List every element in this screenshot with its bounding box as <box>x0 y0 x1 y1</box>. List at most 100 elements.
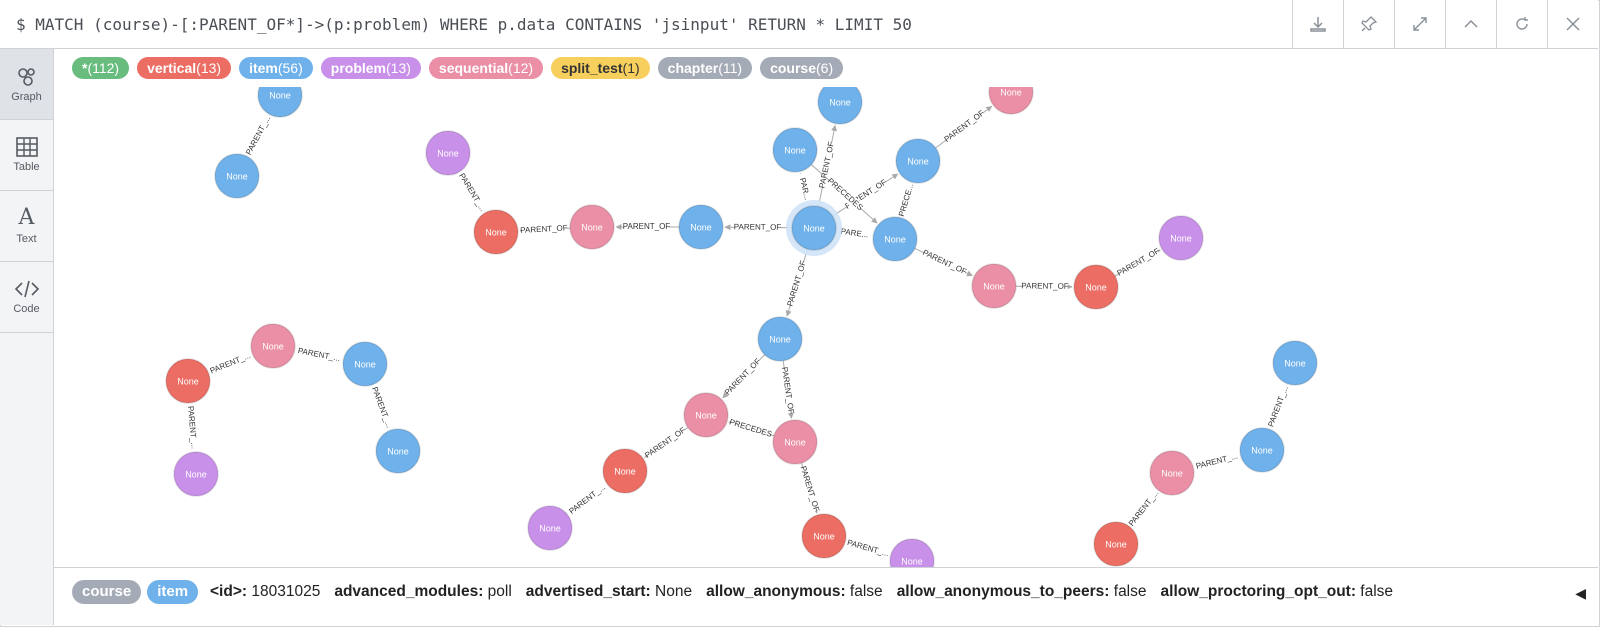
relationship-label-bg <box>623 222 670 232</box>
vertical-node[interactable] <box>165 358 211 404</box>
node-caption: None <box>1161 468 1183 478</box>
legend-pill-split_test[interactable]: split_test(1) <box>551 57 650 79</box>
table-icon <box>15 137 38 157</box>
vertical-node[interactable] <box>801 513 847 559</box>
query-text[interactable]: $ MATCH (course)-[:PARENT_OF*]->(p:probl… <box>16 15 912 34</box>
node-caption: None <box>1170 233 1192 243</box>
sequential-node[interactable] <box>988 87 1034 115</box>
problem-node[interactable] <box>889 538 935 567</box>
sequential-node[interactable] <box>971 263 1017 309</box>
item-node[interactable] <box>678 204 724 250</box>
item-node[interactable] <box>1272 340 1318 386</box>
relationship-label-bg <box>367 382 396 433</box>
legend-pill-name: item <box>249 60 278 76</box>
relationship-label-bg <box>454 168 490 217</box>
legend-pill-name: vertical <box>147 60 197 76</box>
legend-pill-count: (13) <box>196 60 222 76</box>
sequential-node[interactable] <box>1149 450 1195 496</box>
sequential-node[interactable] <box>683 392 729 438</box>
sequential-node[interactable] <box>569 204 615 250</box>
legend-pill-vertical[interactable]: vertical(13) <box>137 57 232 79</box>
sidebar-item-text[interactable]: A Text <box>0 191 53 262</box>
relationship-label: PARENT_... <box>209 351 252 376</box>
code-icon <box>14 280 39 298</box>
legend-pill-sequential[interactable]: sequential(12) <box>428 57 544 79</box>
relationship-label-bg <box>921 248 968 277</box>
problem-node[interactable] <box>527 505 573 551</box>
close-button[interactable] <box>1547 0 1598 48</box>
problem-node[interactable] <box>173 451 219 497</box>
legend-pill-name: chapter <box>667 60 719 76</box>
legend-pill-item[interactable]: item(56) <box>239 57 313 79</box>
item-node[interactable] <box>375 428 421 474</box>
legend-pill-course[interactable]: course(6) <box>760 57 844 79</box>
item-node[interactable] <box>757 316 803 362</box>
legend-pill-chapter[interactable]: chapter(11) <box>657 57 753 79</box>
node-label-pill[interactable]: item <box>147 580 199 604</box>
property-item: advertised_start: None <box>526 583 692 601</box>
item-node[interactable] <box>214 153 260 199</box>
graph-icon <box>17 68 35 86</box>
node-caption: None <box>690 222 712 232</box>
node-properties: <id>: 18031025 advanced_modules: poll adve… <box>210 583 1393 601</box>
relationship-label: PARENT_OF <box>643 425 687 459</box>
sidebar-item-graph[interactable]: Graph <box>0 49 53 120</box>
relationship-label-bg <box>184 402 200 453</box>
item-node[interactable] <box>1239 427 1285 473</box>
query-bar: $ MATCH (course)-[:PARENT_OF*]->(p:probl… <box>0 0 1598 49</box>
node-caption: None <box>884 234 906 244</box>
vertical-node[interactable] <box>473 209 519 255</box>
problem-node[interactable] <box>1158 215 1204 261</box>
sidebar-item-label: Code <box>13 303 40 315</box>
item-node[interactable] <box>872 216 918 262</box>
vertical-node[interactable] <box>602 448 648 494</box>
item-node[interactable] <box>895 138 941 184</box>
relationship-label-bg <box>943 108 986 145</box>
item-node[interactable] <box>257 87 303 118</box>
item-node[interactable] <box>817 87 863 125</box>
problem-node[interactable] <box>425 130 471 176</box>
expand-button[interactable] <box>1394 0 1445 48</box>
relationship-label: PRECE... <box>897 182 915 217</box>
relationship-label: PARENT_... <box>244 114 272 156</box>
node-caption: None <box>813 531 835 541</box>
item-node[interactable] <box>342 341 388 387</box>
vertical-node[interactable] <box>1093 521 1139 567</box>
relationship-label-bg <box>826 177 864 212</box>
legend-pill-all[interactable]: *(112) <box>72 57 130 79</box>
node-caption: None <box>262 341 284 351</box>
node-caption: None <box>581 222 603 232</box>
label-legend: *(112) vertical(13) item(56) problem(13) seq… <box>72 57 844 79</box>
sidebar-item-table[interactable]: Table <box>0 120 53 191</box>
caret-left-icon[interactable]: ◀ <box>1575 585 1586 601</box>
relationship-label-bg <box>1116 246 1161 279</box>
sidebar-item-label: Text <box>16 233 37 245</box>
relationship-label-bg <box>798 465 821 513</box>
node-label-pill[interactable]: course <box>72 580 142 604</box>
property-item: <id>: 18031025 <box>210 583 320 601</box>
relationship-label-bg <box>723 357 763 397</box>
property-item: advanced_modules: poll <box>334 583 511 601</box>
relationship-label-bg <box>795 172 814 206</box>
legend-pill-problem[interactable]: problem(13) <box>320 57 421 79</box>
legend-pill-count: (112) <box>87 60 120 76</box>
node-caption: None <box>695 410 717 420</box>
sidebar-item-code[interactable]: Code <box>0 262 53 333</box>
sequential-node[interactable] <box>772 419 818 465</box>
item-node[interactable] <box>772 127 818 173</box>
download-button[interactable] <box>1292 0 1343 48</box>
sequential-node[interactable] <box>250 323 296 369</box>
item-node[interactable] <box>791 205 837 251</box>
sidebar-item-label: Table <box>13 161 40 173</box>
relationship-label-bg <box>835 226 874 241</box>
legend-pill-count: (56) <box>277 60 303 76</box>
rerun-button[interactable] <box>1496 0 1547 48</box>
pin-button[interactable] <box>1343 0 1394 48</box>
relationship-label-bg <box>521 223 567 236</box>
collapse-button[interactable] <box>1445 0 1496 48</box>
relationship-label-bg <box>1191 450 1243 473</box>
node-caption: None <box>784 145 806 155</box>
vertical-node[interactable] <box>1073 264 1119 310</box>
